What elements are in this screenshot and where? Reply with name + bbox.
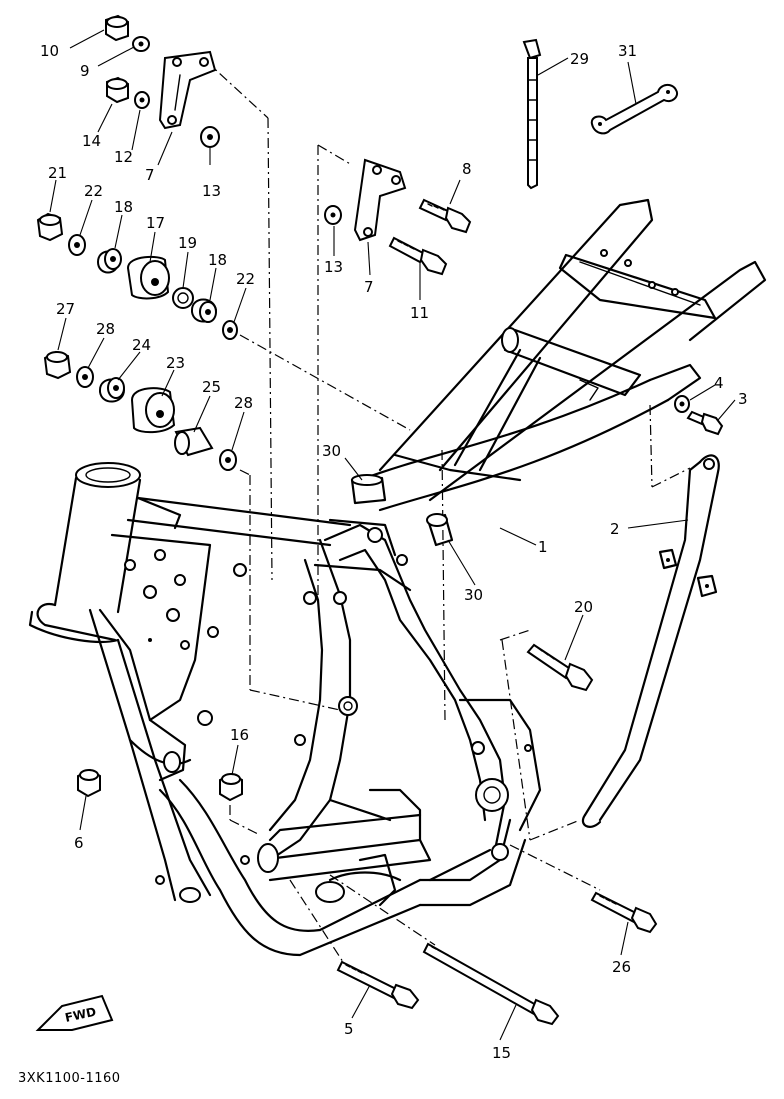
engine-bracket-upper: [158, 50, 217, 130]
bolts: [336, 198, 724, 1026]
callout-25: 25: [202, 378, 221, 396]
callout-9: 9: [80, 62, 90, 80]
callout-5: 5: [344, 1020, 354, 1038]
callout-30-lower: 30: [464, 586, 483, 604]
alignment-lines: [204, 59, 691, 966]
callout-16: 16: [230, 726, 249, 744]
leader-lines: [49, 29, 736, 1041]
callout-28-upper: 28: [96, 320, 115, 338]
callout-3: 3: [738, 390, 748, 408]
fwd-arrow: FWD: [35, 994, 114, 1031]
callout-14: 14: [82, 132, 101, 150]
callout-7-upper: 7: [145, 166, 155, 184]
callout-19: 19: [178, 234, 197, 252]
hardware-parts: [36, 14, 690, 802]
callout-28-lower: 28: [234, 394, 253, 412]
callout-20: 20: [574, 598, 593, 616]
engine-bracket-center: [353, 158, 407, 242]
callout-31: 31: [618, 42, 637, 60]
callout-1: 1: [538, 538, 548, 556]
callout-13-center: 13: [324, 258, 343, 276]
fwd-label: FWD: [64, 1005, 98, 1025]
callout-24: 24: [132, 336, 151, 354]
callout-26: 26: [612, 958, 631, 976]
clamp-parts: [350, 474, 454, 547]
callout-7-center: 7: [364, 278, 374, 296]
callout-8: 8: [462, 160, 472, 178]
callout-30-upper: 30: [322, 442, 341, 460]
callout-10: 10: [40, 42, 59, 60]
callout-6: 6: [74, 834, 84, 852]
callout-4: 4: [714, 374, 724, 392]
callout-11: 11: [410, 304, 429, 322]
callout-17: 17: [146, 214, 165, 232]
drawing-code: 3XK1100-1160: [18, 1071, 121, 1086]
part-number-callouts: 10 9 14 12 7 13 21 22 18 17 19 18 22 27 …: [40, 42, 748, 1062]
callout-23: 23: [166, 354, 185, 372]
callout-18-right: 18: [208, 251, 227, 269]
callout-22-left: 22: [84, 182, 103, 200]
callout-29: 29: [570, 50, 589, 68]
callout-18-left: 18: [114, 198, 133, 216]
callout-13-upper: 13: [202, 182, 221, 200]
callout-27: 27: [56, 300, 75, 318]
callout-12: 12: [114, 148, 133, 166]
callout-22-right: 22: [236, 270, 255, 288]
rear-frame-stay: [581, 454, 720, 828]
accessory-parts: [522, 38, 678, 190]
callout-15: 15: [492, 1044, 511, 1062]
main-frame: [28, 198, 767, 957]
callout-21: 21: [48, 164, 67, 182]
callout-2: 2: [610, 520, 620, 538]
